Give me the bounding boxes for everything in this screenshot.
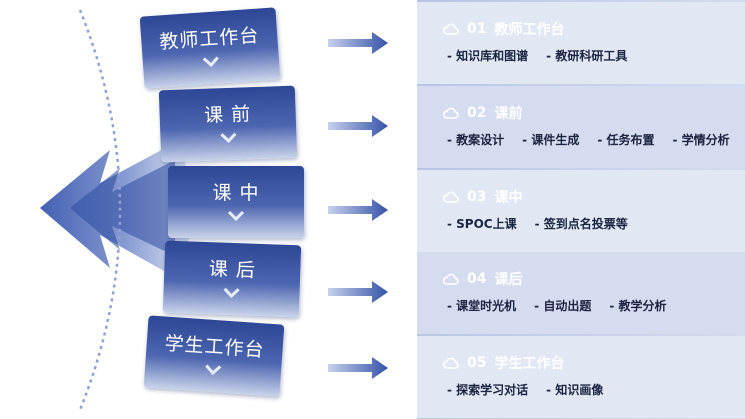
panel-feature-list: - SPOC上课 - 签到点名投票等 — [447, 215, 646, 232]
stage-panel-5: 05 学生工作台 - 探索学习对话 - 知识画像 — [417, 336, 745, 418]
panel-feature-item: - 教学分析 — [609, 297, 666, 314]
chevron-down-icon — [204, 363, 223, 376]
cloud-icon — [443, 272, 459, 286]
panel-number: 02 — [467, 105, 486, 121]
panel-feature-item: - 教研科研工具 — [546, 47, 627, 64]
chevron-down-icon — [202, 55, 221, 68]
stage-card-label: 课 中 — [168, 182, 304, 204]
cloud-icon — [443, 22, 459, 36]
panel-feature-list: - 探索学习对话 - 知识画像 — [447, 381, 621, 398]
stage-card-5: 学生工作台 — [144, 315, 285, 396]
panel-feature-item: - 自动出题 — [534, 297, 591, 314]
arrow-right-icon — [328, 355, 390, 381]
panel-feature-item: - 课堂时光机 — [447, 297, 516, 314]
chevron-down-icon — [227, 210, 245, 222]
panel-title: 课后 — [494, 269, 522, 289]
panel-title: 课前 — [494, 103, 522, 123]
panel-feature-item: - 课件生成 — [522, 131, 579, 148]
chevron-down-icon — [222, 287, 240, 300]
panel-heading: 03 课中 — [443, 186, 522, 208]
panel-number: 05 — [467, 355, 486, 371]
panel-title: 课中 — [494, 187, 522, 207]
panel-number: 01 — [467, 21, 486, 37]
stage-panel-3: 03 课中 - SPOC上课 - 签到点名投票等 — [417, 170, 745, 252]
panel-feature-item: - 探索学习对话 — [447, 381, 528, 398]
stage-card-label: 课 前 — [159, 102, 296, 129]
panel-number: 03 — [467, 189, 486, 205]
cloud-icon — [443, 106, 459, 120]
panel-heading: 02 课前 — [443, 102, 522, 124]
stage-card-label: 教师工作台 — [141, 23, 278, 54]
panel-feature-item: - 知识画像 — [546, 381, 603, 398]
panel-heading: 01 教师工作台 — [443, 18, 564, 40]
arrow-right-icon — [328, 30, 390, 56]
panel-feature-list: - 教案设计 - 课件生成 - 任务布置 - 学情分析 — [447, 131, 745, 148]
stage-card-1: 教师工作台 — [140, 7, 281, 88]
panel-heading: 04 课后 — [443, 268, 522, 290]
stage-card-label: 课 后 — [164, 257, 301, 284]
cloud-icon — [443, 190, 459, 204]
panel-feature-list: - 知识库和图谱 - 教研科研工具 — [447, 47, 645, 64]
panel-feature-list: - 课堂时光机 - 自动出题 - 教学分析 — [447, 297, 685, 314]
arrow-right-icon — [328, 197, 390, 223]
panel-feature-item: - 任务布置 — [597, 131, 654, 148]
stage-card-3: 课 中 — [168, 166, 304, 238]
panel-heading: 05 学生工作台 — [443, 352, 564, 374]
panel-title: 教师工作台 — [494, 19, 564, 39]
chevron-down-icon — [219, 132, 237, 145]
panel-title: 学生工作台 — [494, 353, 564, 373]
panel-feature-item: - 签到点名投票等 — [535, 215, 628, 232]
panel-number: 04 — [467, 271, 486, 287]
stage-card-2: 课 前 — [159, 86, 297, 163]
arrow-right-icon — [328, 113, 390, 139]
panel-feature-item: - 知识库和图谱 — [447, 47, 528, 64]
arrow-right-icon — [328, 279, 390, 305]
panel-feature-item: - 教案设计 — [447, 131, 504, 148]
stage-card-4: 课 后 — [163, 241, 301, 318]
stage-card-label: 学生工作台 — [146, 331, 283, 362]
stage-panel-1: 01 教师工作台 - 知识库和图谱 - 教研科研工具 — [417, 2, 745, 84]
stage-panel-2: 02 课前 - 教案设计 - 课件生成 - 任务布置 - 学情分析 — [417, 86, 745, 168]
panel-feature-item: - SPOC上课 — [447, 215, 517, 232]
panel-feature-item: - 学情分析 — [673, 131, 730, 148]
stage-panel-4: 04 课后 - 课堂时光机 - 自动出题 - 教学分析 — [417, 252, 745, 334]
cloud-icon — [443, 356, 459, 370]
